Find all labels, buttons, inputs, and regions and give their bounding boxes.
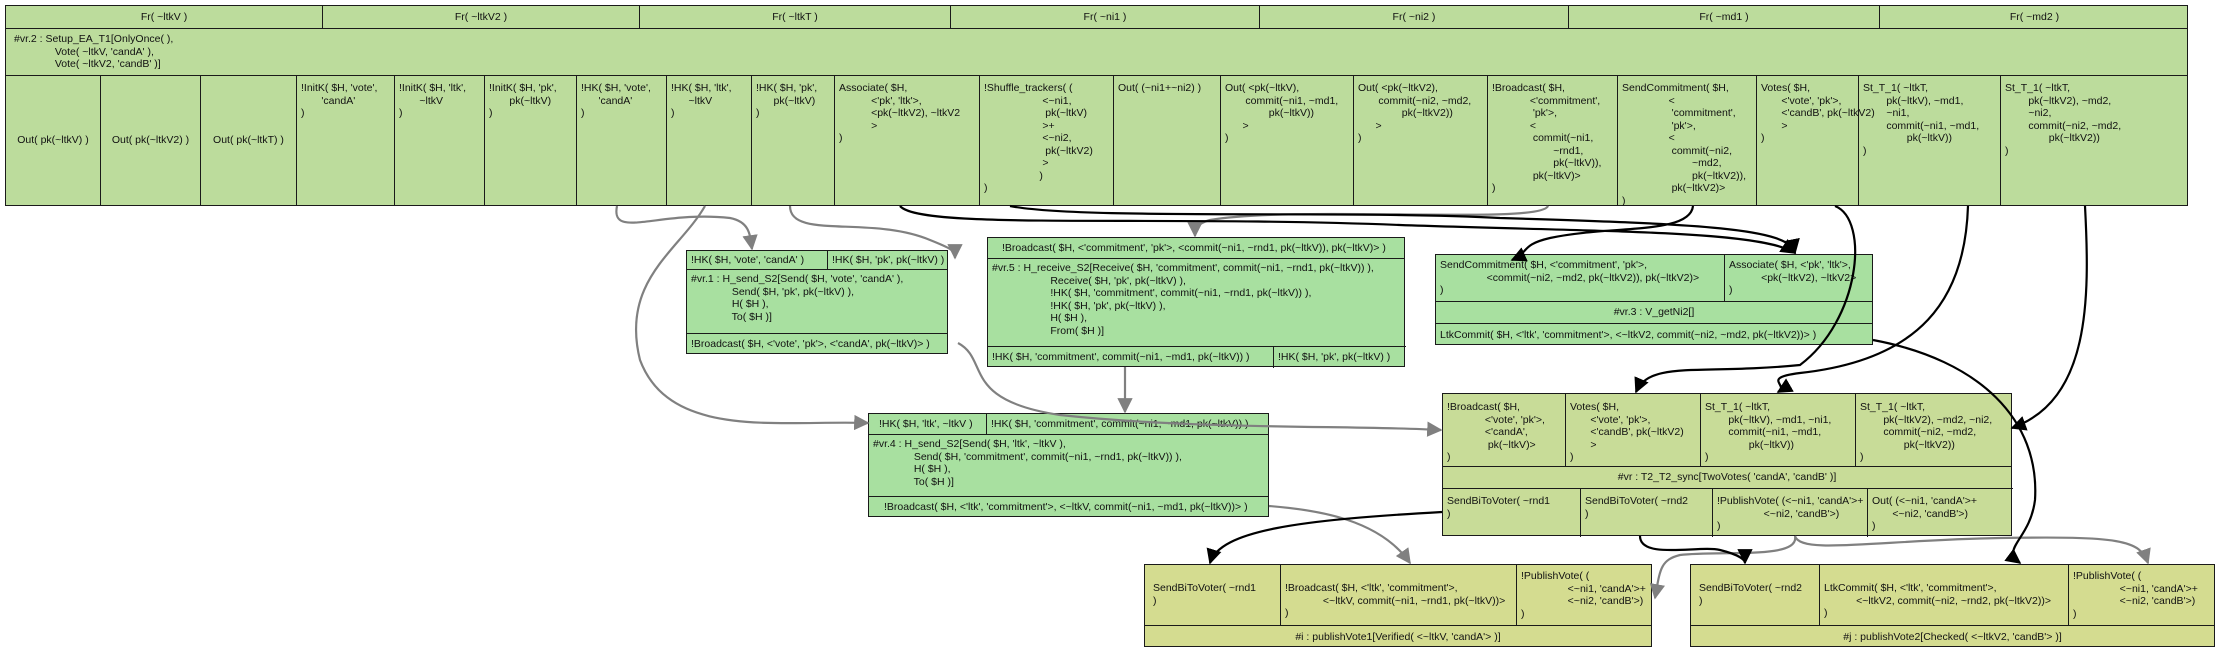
vr-conclusion-sendbi-2: SendBiToVoter( ~rnd2 ) <box>1580 488 1854 537</box>
vr5-rule-node[interactable]: !Broadcast( $H, <'commitment', 'pk'>, <c… <box>987 237 1406 368</box>
j-premise-publishvote: !PublishVote( ( <~ni1, 'candA'>+ <~ni2, … <box>2068 565 2216 625</box>
setup-conclusion-3: Out( pk(~ltkT) ) <box>200 75 296 205</box>
edge-hk-vote-to-vr1 <box>615 205 758 251</box>
vr3-rule-node[interactable]: SendCommitment( $H, <'commitment', 'pk'>… <box>1435 254 1873 345</box>
vr1-premise-vote: !HK( $H, 'vote', 'candA' ) <box>691 253 805 266</box>
publishvote2-rule-node[interactable]: SendBiToVoter( ~rnd2 ) LtkCommit( $H, <'… <box>1690 564 2215 647</box>
vr5-rule-title: #vr.5 : H_receive_S2[Receive( $H, 'commi… <box>988 258 1404 346</box>
setup-conclusion-7: !HK( $H, 'vote', 'candA' ) <box>576 75 666 205</box>
fresh-premise-6: Fr( ~md1 ) <box>1568 6 1879 28</box>
vr5-conclusion-commitment: !HK( $H, 'commitment', commit(~ni1, ~md1… <box>988 346 1273 368</box>
fresh-premise-1: Fr( ~ltkV ) <box>140 10 188 23</box>
vr4-rule-title: #vr.4 : H_send_S2[Send( $H, 'ltk', ~ltkV… <box>869 434 1268 496</box>
setup-conclusion-13: Out( <pk(~ltkV), commit(~ni1, ~md1, pk(~… <box>1220 75 1353 205</box>
vr-premise-st-t1-a: St_T_1( ~ltkT, pk(~ltkV), ~md1, ~ni1, co… <box>1700 394 1855 466</box>
vr5-conclusion-pk: !HK( $H, 'pk', pk(~ltkV) ) <box>1273 346 1406 368</box>
fresh-premise-2: Fr( ~ltkV2 ) <box>322 6 639 28</box>
i-premise-broadcast: !Broadcast( $H, <'ltk', 'commitment'>, <… <box>1280 565 1516 625</box>
edge-sendcommitment-to-vr3 <box>1510 205 1695 262</box>
setup-rule-node[interactable]: Fr( ~ltkV )Fr( ~ltkV2 )Fr( ~ltkT )Fr( ~n… <box>5 5 2189 207</box>
vr1-premise-pk: !HK( $H, 'pk', pk(~ltkV) ) <box>827 251 949 269</box>
j-rule-title: #j : publishVote2[Checked( <~ltkV2, 'can… <box>1691 625 2214 648</box>
setup-conclusion-5: !InitK( $H, 'ltk', ~ltkV ) <box>394 75 484 205</box>
setup-conclusion-8: !HK( $H, 'ltk', ~ltkV ) <box>666 75 751 205</box>
vr4-premise-commitment: !HK( $H, 'commitment', commit(~ni1, ~md1… <box>986 414 1270 434</box>
setup-conclusion-12: Out( (~ni1+~ni2) ) <box>1113 75 1220 205</box>
setup-conclusion-6: !InitK( $H, 'pk', pk(~ltkV) ) <box>484 75 576 205</box>
setup-conclusion-17: Votes( $H, <'vote', 'pk'>, <'candB', pk(… <box>1756 75 1875 205</box>
edge-broadcast-to-vr5 <box>1187 205 1550 238</box>
vr-conclusion-sendbi-1: SendBiToVoter( ~rnd1 ) <box>1443 488 1580 537</box>
vr1-conclusion-broadcast: !Broadcast( $H, <'vote', 'pk'>, <'candA'… <box>687 333 947 355</box>
edge-sendbi1-to-i <box>1206 510 1443 565</box>
j-premise-ltkcommit: LtkCommit( $H, <'ltk', 'commitment'>, <~… <box>1819 565 2068 625</box>
vr4-conclusion-broadcast: !Broadcast( $H, <'ltk', 'commitment'>, <… <box>869 496 1268 518</box>
vr-premise-st-t1-b: St_T_1( ~ltkT, pk(~ltkV2), ~md2, ~ni2, c… <box>1855 394 2013 466</box>
fresh-premise-3: Fr( ~ltkT ) <box>639 6 950 28</box>
fresh-premise-4: Fr( ~ni1 ) <box>950 6 1259 28</box>
vr-premise-votes: Votes( $H, <'vote', 'pk'>, <'candB', pk(… <box>1565 394 1700 466</box>
edge-publishvote-to-j <box>1793 535 2151 565</box>
vr5-premise-broadcast: !Broadcast( $H, <'commitment', 'pk'>, <c… <box>1002 241 1386 254</box>
vr3-premise-sendcommitment: SendCommitment( $H, <'commitment', 'pk'>… <box>1440 259 1700 296</box>
j-premise-sendbi: SendBiToVoter( ~rnd2 ) <box>1699 582 1803 607</box>
setup-conclusion-11: !Shuffle_trackers( ( <~ni1, pk(~ltkV) >+… <box>979 75 1113 205</box>
setup-conclusion-9: !HK( $H, 'pk', pk(~ltkV) ) <box>751 75 834 205</box>
setup-rule-title: #vr.2 : Setup_EA_T1[OnlyOnce( ), Vote( ~… <box>6 28 2187 75</box>
vr4-premise-ltk: !HK( $H, 'ltk', ~ltkV ) <box>879 417 973 430</box>
vr4-rule-node[interactable]: !HK( $H, 'ltk', ~ltkV ) !HK( $H, 'commit… <box>868 413 1269 517</box>
setup-conclusion-19: St_T_1( ~ltkT, pk(~ltkV2), ~md2, ~ni2, c… <box>2000 75 2187 205</box>
setup-conclusion-14: Out( <pk(~ltkV2), commit(~ni2, ~md2, pk(… <box>1353 75 1487 205</box>
setup-conclusion-15: !Broadcast( $H, <'commitment', 'pk'>, < … <box>1487 75 1617 205</box>
setup-conclusion-16: SendCommitment( $H, < 'commitment', 'pk'… <box>1617 75 1756 207</box>
publishvote1-rule-node[interactable]: SendBiToVoter( ~rnd1 ) !Broadcast( $H, <… <box>1144 564 1652 647</box>
i-rule-title: #i : publishVote1[Verified( <~ltkV, 'can… <box>1145 625 1651 648</box>
edge-sendbi2-to-j <box>1638 535 1753 565</box>
edge-st2-to-vr <box>2010 205 2088 431</box>
vr1-rule-title: #vr.1 : H_send_S2[Send( $H, 'vote', 'can… <box>687 269 947 333</box>
vr-rule-title: #vr : T2_T2_sync[TwoVotes( 'candA', 'can… <box>1443 466 2011 488</box>
edge-vr4-to-i <box>1268 504 1411 565</box>
i-premise-sendbi: SendBiToVoter( ~rnd1 ) <box>1153 582 1257 607</box>
fresh-premise-7: Fr( ~md2 ) <box>1879 6 2189 28</box>
i-premise-publishvote: !PublishVote( ( <~ni1, 'candA'>+ <~ni2, … <box>1516 565 1653 625</box>
setup-conclusion-4: !InitK( $H, 'vote', 'candA' ) <box>296 75 394 205</box>
vr1-rule-node[interactable]: !HK( $H, 'vote', 'candA' ) !HK( $H, 'pk'… <box>686 250 948 354</box>
vr3-rule-title: #vr.3 : V_getNi2[] <box>1436 301 1872 323</box>
vr-premise-broadcast: !Broadcast( $H, <'vote', 'pk'>, <'candA'… <box>1447 401 1545 463</box>
vr3-conclusion-ltkcommit: LtkCommit( $H, <'ltk', 'commitment'>, <~… <box>1436 323 1872 346</box>
setup-conclusion-18: St_T_1( ~ltkT, pk(~ltkV), ~md1, ~ni1, co… <box>1858 75 2000 205</box>
vr3-premise-associate: Associate( $H, <'pk', 'ltk'>, <pk(~ltkV2… <box>1724 255 1874 301</box>
vr-sync-rule-node[interactable]: !Broadcast( $H, <'vote', 'pk'>, <'candA'… <box>1442 393 2013 537</box>
setup-conclusion-1: Out( pk(~ltkV) ) <box>6 75 100 205</box>
fresh-premise-5: Fr( ~ni2 ) <box>1259 6 1568 28</box>
vr-conclusion-out: Out( (<~ni1, 'candA'>+ <~ni2, 'candB'>) … <box>1867 488 2013 537</box>
setup-conclusion-10: Associate( $H, <'pk', 'ltk'>, <pk(~ltkV2… <box>834 75 979 205</box>
setup-conclusion-2: Out( pk(~ltkV2) ) <box>100 75 200 205</box>
vr-conclusion-publishvote: !PublishVote( (<~ni1, 'candA'>+ <~ni2, '… <box>1712 488 1867 537</box>
